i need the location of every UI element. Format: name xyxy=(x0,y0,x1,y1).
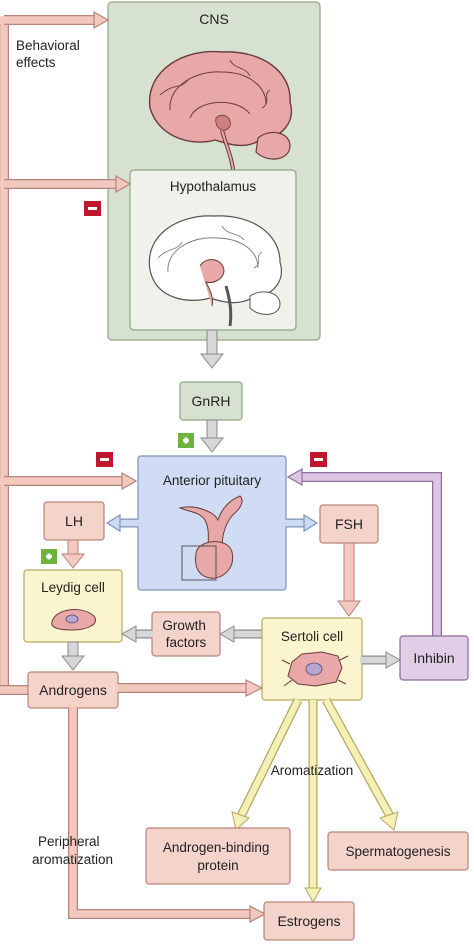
fsh-label: FSH xyxy=(335,516,363,532)
spermatogenesis-label: Spermatogenesis xyxy=(345,844,450,859)
androgens-to-estrogens-arrow xyxy=(68,706,267,923)
gnrh-to-pituitary-arrow xyxy=(199,419,225,453)
sertoli-to-abp-arrow xyxy=(231,698,303,831)
spermatogenesis-box xyxy=(327,831,469,871)
growth-factors-label: Growth factors xyxy=(162,618,209,650)
androgens-label: Androgens xyxy=(39,682,107,698)
sertoli-cell-label: Sertoli cell xyxy=(281,629,343,644)
lh-label: LH xyxy=(65,513,83,529)
sertoli-to-estrogens-arrow xyxy=(304,700,322,904)
lh-to-leydig-arrow xyxy=(60,539,86,569)
hypothalamus-to-gnrh-arrow xyxy=(199,329,225,369)
inhibin-to-pituitary-arrow xyxy=(286,467,442,636)
sertoli-to-growth-factors-arrow xyxy=(218,625,264,643)
hypothalamus-brain-illustration xyxy=(148,215,282,327)
peripheral-aromatization-label: Peripheral aromatization xyxy=(32,834,113,867)
estrogens-label: Estrogens xyxy=(277,913,340,929)
estrogens-box xyxy=(263,901,355,941)
inhibin-box xyxy=(399,635,469,681)
pituitary-to-lh-arrow xyxy=(105,513,140,533)
behavioral-effects-label: Behavioral effects xyxy=(16,38,84,70)
fsh-to-sertoli-arrow xyxy=(337,542,361,617)
pituitary-androgen-inhibition-sign xyxy=(96,452,113,467)
sertoli-to-inhibin-arrow xyxy=(360,651,402,669)
aromatization-label: Aromatization xyxy=(271,763,354,778)
androgen-binding-protein-box xyxy=(145,827,291,885)
androgen-binding-protein-label: Androgen-binding protein xyxy=(163,840,273,873)
pituitary-inhibin-inhibition-sign xyxy=(310,452,327,467)
sertoli-to-spermatogenesis-arrow xyxy=(322,697,399,831)
growth-factors-to-leydig-arrow xyxy=(120,625,154,643)
hypothalamus-label: Hypothalamus xyxy=(170,179,257,194)
lh-stimulation-sign xyxy=(41,549,57,564)
arrow-to-cns xyxy=(0,10,110,30)
pituitary-to-fsh-arrow xyxy=(284,513,319,533)
cns-label: CNS xyxy=(199,11,229,27)
pituitary-illustration xyxy=(178,495,243,581)
leydig-cell-illustration xyxy=(51,608,96,631)
hypothalamus-inhibition-sign xyxy=(84,201,101,216)
androgens-to-sertoli-arrow xyxy=(116,679,264,697)
sertoli-cell-illustration xyxy=(281,651,349,687)
gnrh-stimulation-sign xyxy=(178,433,194,448)
gnrh-label: GnRH xyxy=(192,393,231,409)
inhibin-label: Inhibin xyxy=(413,650,454,666)
arrow-to-hypothalamus xyxy=(0,174,132,194)
arrow-to-pituitary-from-androgens xyxy=(0,471,138,491)
leydig-to-androgens-arrow xyxy=(60,641,86,671)
leydig-cell-label: Leydig cell xyxy=(41,580,105,595)
anterior-pituitary-label: Anterior pituitary xyxy=(163,473,262,488)
